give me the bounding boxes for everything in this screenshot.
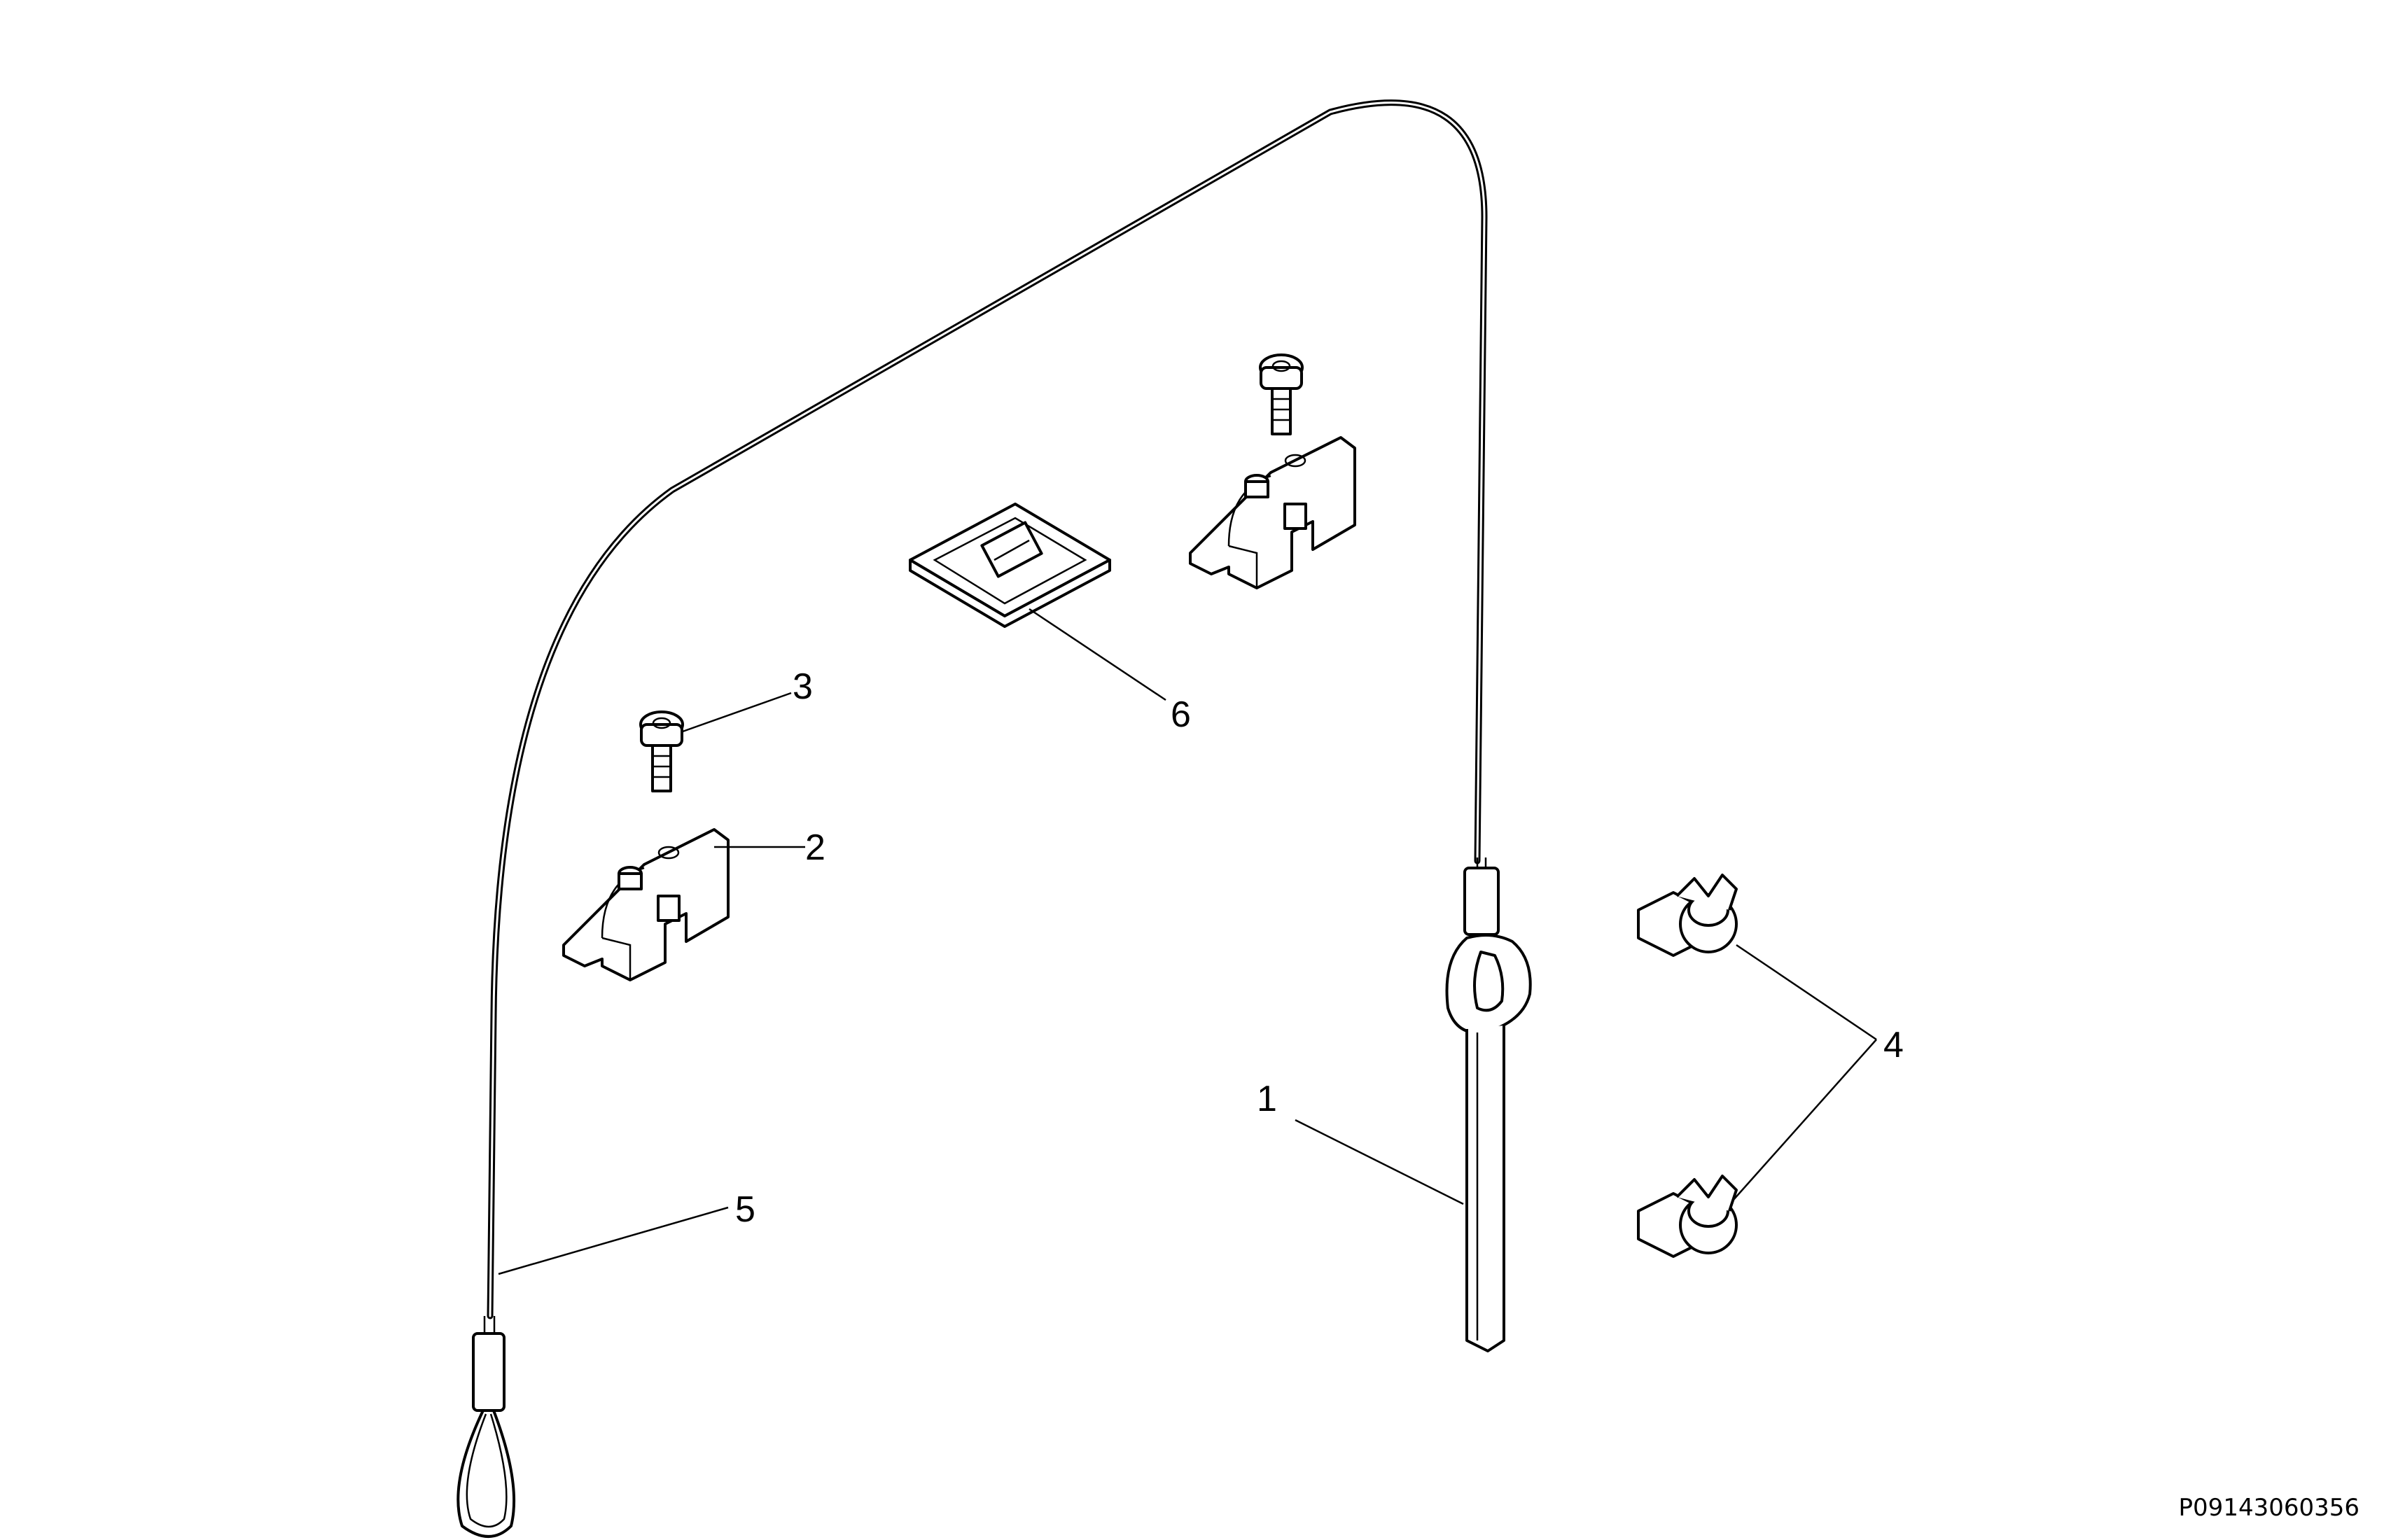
part-6-mount-pad	[909, 503, 1111, 628]
callout-4: 4	[1883, 1025, 1904, 1065]
callout-2: 2	[805, 827, 825, 868]
part-3-screw-lower	[639, 710, 684, 792]
leader-1	[1295, 1119, 1464, 1205]
callout-1: 1	[1257, 1079, 1277, 1119]
part-5-cable-wire	[456, 99, 1488, 1538]
part-2-bracket-upper	[1189, 436, 1356, 589]
part-2-bracket-lower	[562, 828, 730, 981]
callout-6: 6	[1171, 694, 1191, 735]
drawing-reference-code: P09143060356	[2179, 1494, 2359, 1522]
part-3-screw-upper	[1259, 354, 1304, 435]
leader-6	[1029, 608, 1166, 701]
leader-4a	[1736, 944, 1877, 1041]
leader-4b	[1732, 1039, 1877, 1201]
leader-lines	[498, 608, 1877, 1275]
part-4-clip-upper	[1637, 874, 1738, 957]
callout-3: 3	[793, 666, 813, 707]
part-1-cable-assembly	[1445, 858, 1532, 1352]
callout-5: 5	[735, 1189, 755, 1230]
leader-5	[498, 1206, 729, 1275]
leader-3	[682, 692, 792, 733]
part-4-clip-lower	[1637, 1175, 1738, 1258]
